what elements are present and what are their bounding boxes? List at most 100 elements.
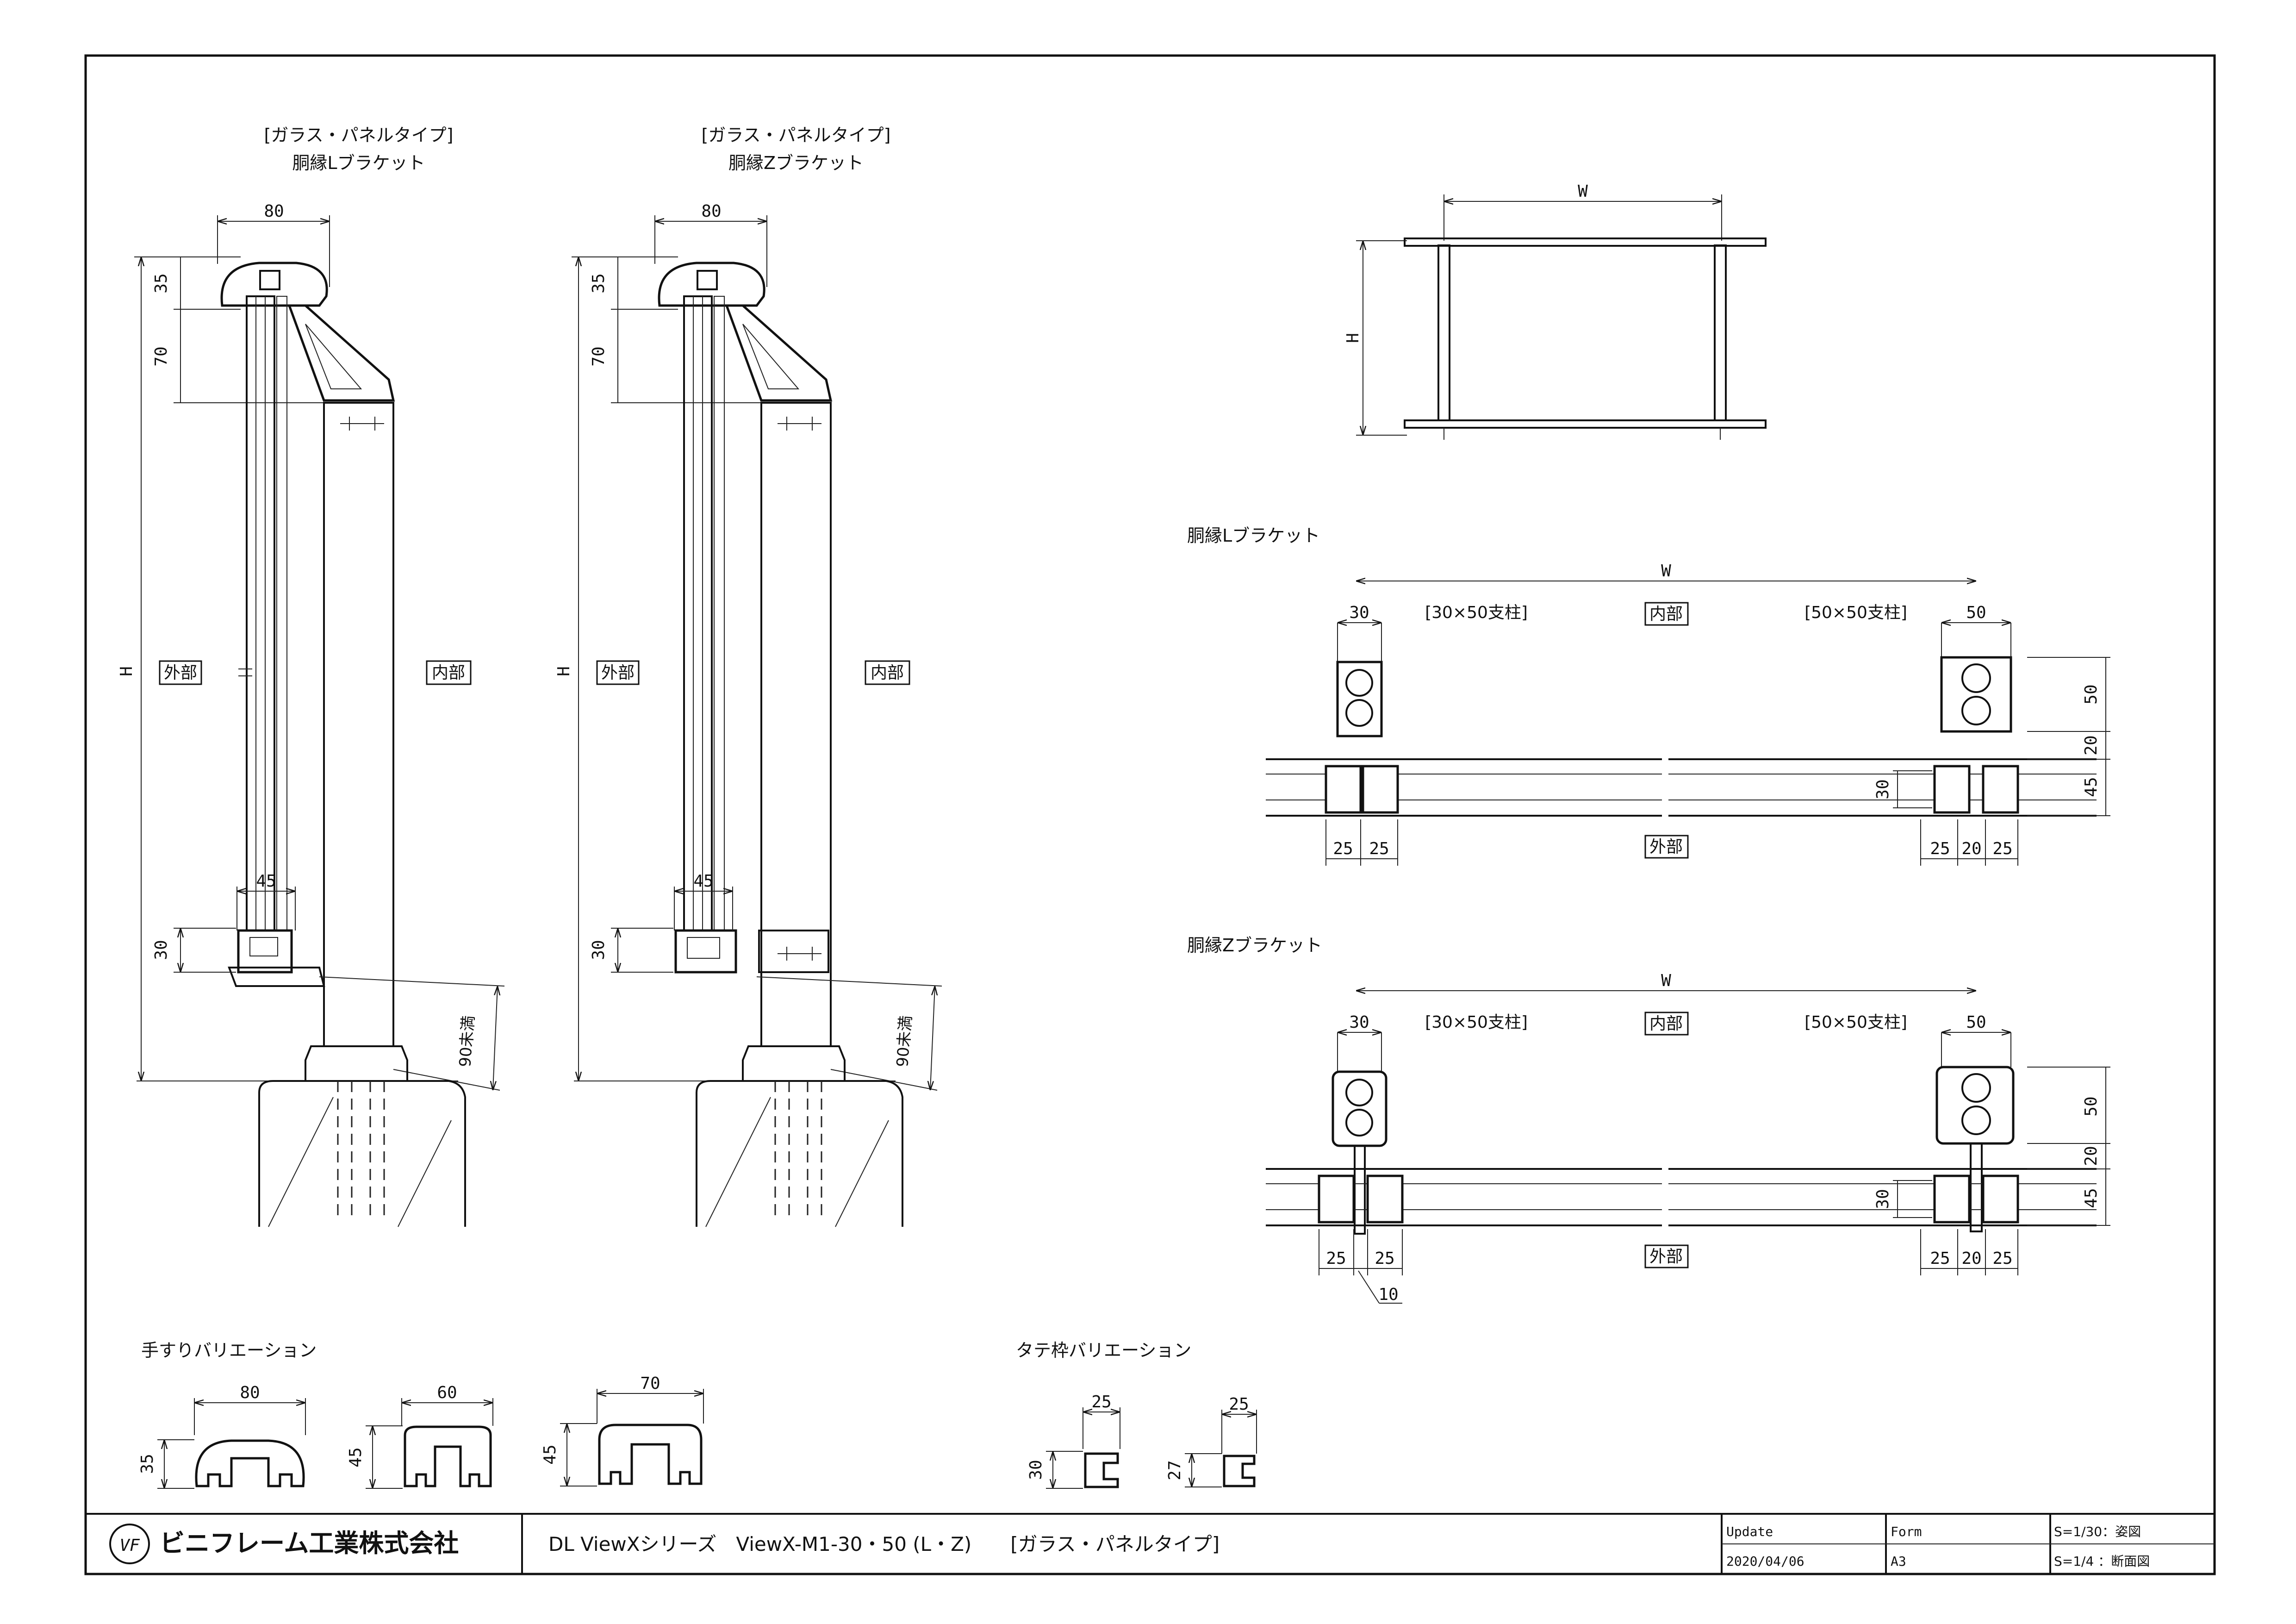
plan-z-title: 胴縁Zブラケット [1187,935,1322,956]
plan-l-right-post [1940,656,2012,733]
left-section-view: [ガラス・パネルタイプ] 胴縁Lブラケット 80 35 70 H [117,125,505,1227]
left-dim-rail: 35 [152,273,171,293]
plan-l-title: 胴縁Lブラケット [1187,525,1320,546]
center-heading-type: [ガラス・パネルタイプ] [702,125,891,145]
plan-z-left-post-label: [30×50支柱] [1425,1013,1528,1032]
handrail-2-width: 60 [437,1383,457,1402]
left-handrail [220,262,328,307]
elevation-view: W H [1344,182,1767,440]
handrail-2-profile [404,1425,492,1487]
left-dim-bottom-height: 30 [152,940,171,960]
plan-z-dim-br-2: 20 [1961,1249,1981,1268]
center-dim-total: H [554,666,573,676]
frame-2-width: 25 [1229,1395,1249,1414]
center-dim-gap: 90未満 [893,1015,915,1068]
plan-z-dim-frame-height: 30 [1873,1189,1892,1209]
center-dim-bottom-width: 45 [693,872,713,891]
plan-z-dim-bl-1: 25 [1326,1249,1346,1268]
plan-l-dim-width: W [1661,562,1671,581]
plan-z-dim-br-1: 25 [1930,1249,1950,1268]
plan-l-dim-gap: 20 [2082,735,2101,755]
plan-z-right-post-label: [50×50支柱] [1804,1013,1907,1032]
frame-1-height: 30 [1027,1460,1045,1480]
plan-l-right-post-label: [50×50支柱] [1804,603,1907,622]
center-section-view: [ガラス・パネルタイプ] 胴縁Zブラケット 80 35 70 H [554,125,942,1227]
left-glass-panel [246,295,275,938]
plan-z-dim-width: W [1661,971,1671,990]
company-logo-mark: VF [119,1536,140,1555]
center-dim-top-width: 80 [701,202,721,221]
plan-l-dim-post-depth: 50 [2082,684,2101,704]
left-post [323,402,394,1047]
frame-2-profile [1223,1455,1256,1487]
plan-l-dim-br-3: 25 [1992,839,2012,858]
plan-z-view: 胴縁Zブラケット W 30 [30×50支柱] 内部 [50×50支柱] 50 [1187,935,2110,1304]
left-heading-name: 胴縁Lブラケット [292,153,425,173]
center-dim-bracket: 70 [589,346,608,366]
left-label-outside: 外部 [164,663,197,682]
update-label: Update [1726,1524,1773,1539]
frame-1-profile [1084,1452,1119,1488]
center-handrail [658,262,765,307]
plan-l-outside-label: 外部 [1649,837,1683,856]
left-dim-bracket: 70 [152,346,171,366]
plan-z-dim-bl-2: 25 [1375,1249,1394,1268]
plan-l-left-post [1336,661,1383,737]
title-block: VF ビニフレーム工業株式会社 DL ViewXシリーズ ViewX-M1-30… [86,1513,2215,1574]
left-heading-type: [ガラス・パネルタイプ] [264,125,454,145]
scale-1: S=1/30：姿図 [2054,1524,2141,1539]
left-bottom-frame [237,929,293,974]
handrail-3-profile [598,1424,703,1485]
center-label-inside: 内部 [871,663,904,682]
company-name: ビニフレーム工業株式会社 [160,1529,459,1558]
handrail-3-width: 70 [640,1374,660,1393]
center-post [760,402,832,1047]
handrail-variations: 手すりバリエーション 80 35 60 45 70 45 [138,1340,704,1489]
sheet-border [84,54,2216,1575]
company-logo-icon [109,1524,150,1564]
frame-1-width: 25 [1091,1393,1111,1412]
left-dim-top-width: 80 [264,202,284,221]
plan-l-view: 胴縁Lブラケット W 30 [30×50支柱] 内部 [50×50支柱] 50 [1187,525,2110,866]
plan-z-dim-leader: 10 [1378,1285,1398,1304]
plan-l-inside-label: 内部 [1649,605,1683,624]
plan-l-dim-br-1: 25 [1930,839,1950,858]
plan-l-dim-bl-2: 25 [1369,839,1389,858]
plan-l-dim-bl-1: 25 [1333,839,1353,858]
elevation-dim-height: H [1344,333,1363,343]
form-label: Form [1891,1524,1922,1539]
plan-l-dim-left-post: 30 [1349,603,1369,622]
left-dim-total: H [117,666,136,676]
handrail-1-width: 80 [240,1383,260,1402]
plan-z-dim-right-post: 50 [1966,1013,1986,1032]
frame-variations: タテ枠バリエーション 25 30 25 27 [1016,1340,1257,1489]
handrail-3-height: 45 [541,1444,560,1464]
plan-z-dim-left-post: 30 [1349,1013,1369,1032]
center-dim-rail: 35 [589,273,608,293]
plan-z-outside-label: 外部 [1649,1247,1683,1266]
center-dim-bottom-height: 30 [589,940,608,960]
plan-l-dim-br-2: 20 [1961,839,1981,858]
plan-l-dim-frame-depth: 45 [2082,777,2101,797]
plan-z-dim-gap: 20 [2082,1146,2101,1166]
plan-l-dim-right-post: 50 [1966,603,1986,622]
scale-2: S=1/4 ：断面図 [2054,1554,2150,1569]
form-value: A3 [1891,1554,1906,1569]
plan-z-dim-frame-depth: 45 [2082,1188,2101,1208]
center-label-outside: 外部 [601,663,635,682]
handrail-1-profile [195,1439,305,1487]
plan-z-dim-br-3: 25 [1992,1249,2012,1268]
handrail-1-height: 35 [138,1454,157,1474]
frame-variations-title: タテ枠バリエーション [1016,1340,1191,1361]
left-label-inside: 内部 [432,663,465,682]
center-bracket [725,304,833,402]
drawing-title: DL ViewXシリーズ ViewX-M1-30・50 (L・Z) [ガラス・パ… [548,1533,1220,1555]
handrail-variations-title: 手すりバリエーション [141,1340,317,1361]
plan-z-dim-post-depth: 50 [2082,1096,2101,1116]
frame-2-height: 27 [1165,1460,1184,1480]
plan-l-left-post-label: [30×50支柱] [1425,603,1528,622]
left-bracket [287,304,395,402]
center-glass-panel [683,295,713,938]
center-bottom-frame [674,929,737,974]
center-heading-name: 胴縁Zブラケット [728,153,864,173]
